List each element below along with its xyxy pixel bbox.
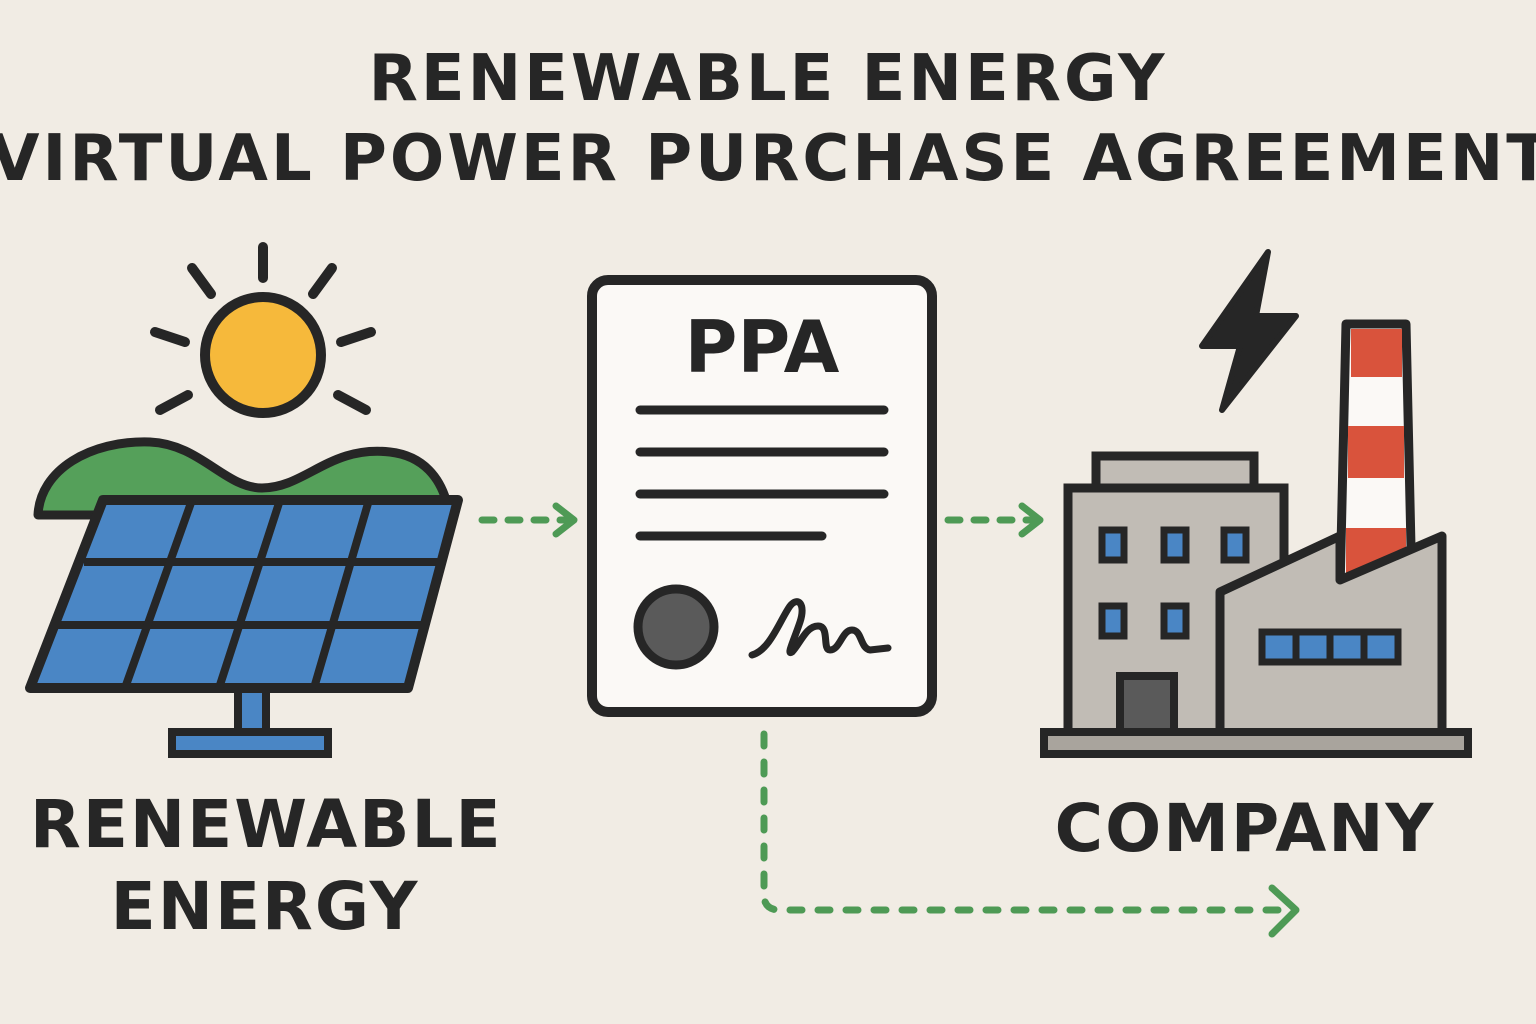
signature-icon: [748, 598, 892, 659]
title-line-1: RENEWABLE ENERGY: [368, 42, 1168, 116]
renewable-energy-label-line-1: RENEWABLE: [30, 786, 503, 863]
panel-stand-base: [168, 728, 332, 758]
solar-panel-frame: [25, 495, 463, 693]
lightning-bolt-icon: [1199, 249, 1299, 413]
solar-panel-grid: [58, 498, 442, 690]
seal-icon: [633, 584, 719, 670]
solar-panel-icon: [25, 242, 463, 758]
factory-ground: [1040, 728, 1472, 758]
contract-document-icon: PPA: [587, 275, 937, 717]
renewable-energy-label: RENEWABLE ENERGY: [30, 784, 503, 948]
panel-stand-pole: [234, 684, 270, 738]
title-line-2: VIRTUAL POWER PURCHASE AGREEMENT: [0, 122, 1536, 196]
office-windows: [1098, 526, 1250, 640]
company-label: COMPANY: [1054, 790, 1436, 867]
arrow-contract-to-company: [944, 502, 1044, 538]
factory-icon: [1040, 249, 1472, 758]
arrow-contract-down-to-right: [760, 730, 1300, 938]
chimney-red-bands: [1346, 329, 1406, 586]
factory-windows: [1258, 628, 1402, 666]
sun-icon: [200, 292, 326, 418]
arrow-energy-to-contract: [478, 502, 578, 538]
contract-text-lines: [635, 405, 889, 541]
contract-label: PPA: [685, 305, 840, 389]
office-door: [1116, 672, 1178, 738]
renewable-energy-label-line-2: ENERGY: [110, 868, 420, 945]
sun-rays: [150, 242, 376, 415]
